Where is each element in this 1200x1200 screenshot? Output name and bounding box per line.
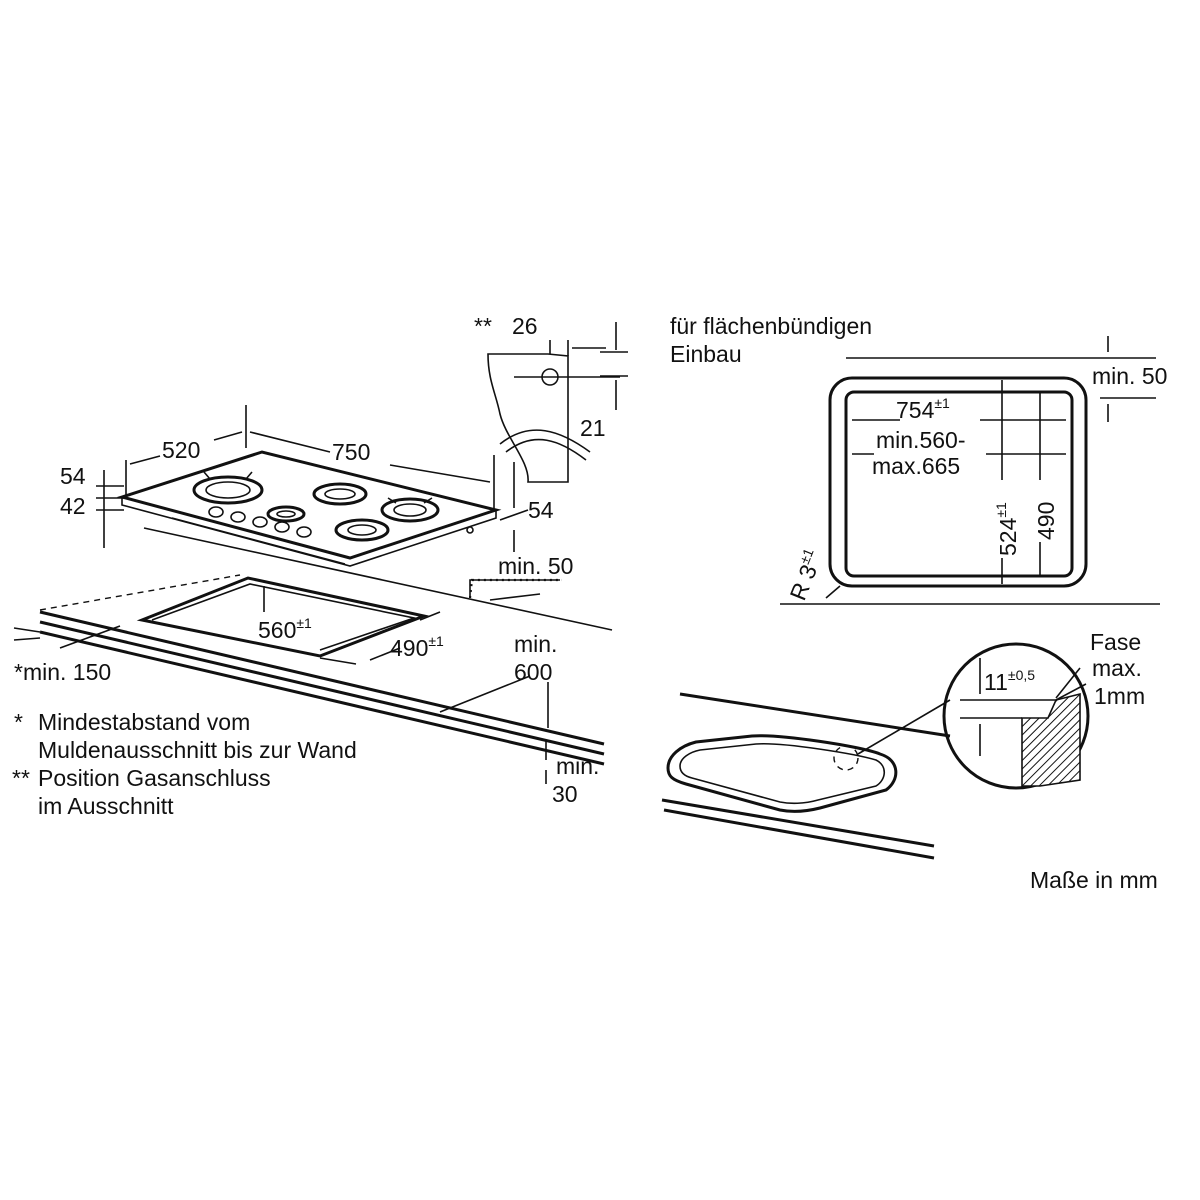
dim-min-50-wall: min. 50 [498, 553, 573, 579]
dim-min-600-label: min. [514, 631, 557, 657]
dim-min-150: *min. 150 [14, 659, 111, 685]
bevel-detail: 11±0,5 Fase max. 1mm [661, 629, 1145, 860]
bevel-label: Fase [1090, 629, 1141, 655]
note-2-line-2: im Ausschnitt [38, 793, 174, 819]
dim-750: 750 [332, 439, 370, 465]
control-knobs [208, 506, 312, 538]
dim-min-30-value: 30 [552, 781, 578, 807]
burner-small [266, 505, 306, 523]
burner-rear [312, 482, 368, 506]
dim-min-50-back: min. 50 [1092, 363, 1167, 389]
dim-490-depth: 490 [1033, 502, 1059, 540]
dim-min-600-value: 600 [514, 659, 552, 685]
note-1-line-1: Mindestabstand vom [38, 709, 250, 735]
cutout-outline [136, 576, 430, 658]
dim-490: 490±1 [390, 633, 444, 661]
dim-11: 11±0,5 [984, 667, 1035, 695]
note-2-line-1: Position Gasanschluss [38, 765, 271, 791]
worktop [13, 527, 613, 784]
burner-front [334, 518, 390, 542]
burner-right [380, 497, 440, 523]
note-1-mark: * [14, 709, 23, 735]
burner-large [192, 471, 264, 505]
dim-21: 21 [580, 415, 606, 441]
hob-perspective: 750 520 54 42 54 ** 26 21 [13, 313, 628, 807]
dim-560: 560±1 [258, 615, 312, 643]
dim-range-max: max.665 [872, 453, 960, 479]
inner-cutout [844, 390, 1074, 578]
units-label: Maße in mm [1030, 867, 1158, 893]
dim-754: 754±1 [896, 395, 950, 423]
dim-26: 26 [512, 313, 538, 339]
gas-position-mark: ** [474, 313, 492, 339]
outer-cutout [828, 376, 1088, 588]
gas-connection-detail: ** 26 21 [474, 313, 628, 483]
hob-outline [116, 450, 502, 560]
dim-42-height: 42 [60, 493, 86, 519]
note-2-mark: ** [12, 765, 30, 791]
dim-524: 524±1 [993, 502, 1021, 556]
bevel-max: max. [1092, 655, 1142, 681]
dim-54-height: 54 [60, 463, 86, 489]
recess-outline [666, 734, 898, 813]
dim-radius: R 3±1 [783, 546, 828, 604]
bevel-value: 1mm [1094, 683, 1145, 709]
detail-circle [942, 642, 1090, 790]
flush-cutout-view: für flächenbündigen Einbau min. 50 754±1… [670, 313, 1167, 605]
dim-min-30-label: min. [556, 753, 599, 779]
footnotes: * Mindestabstand vom Muldenausschnitt bi… [12, 709, 357, 819]
dim-54-right: 54 [528, 497, 554, 523]
flush-title-line-2: Einbau [670, 341, 742, 367]
note-1-line-2: Muldenausschnitt bis zur Wand [38, 737, 357, 763]
dim-range-min: min.560- [876, 427, 965, 453]
dim-520: 520 [162, 437, 200, 463]
flush-title-line-1: für flächenbündigen [670, 313, 872, 339]
